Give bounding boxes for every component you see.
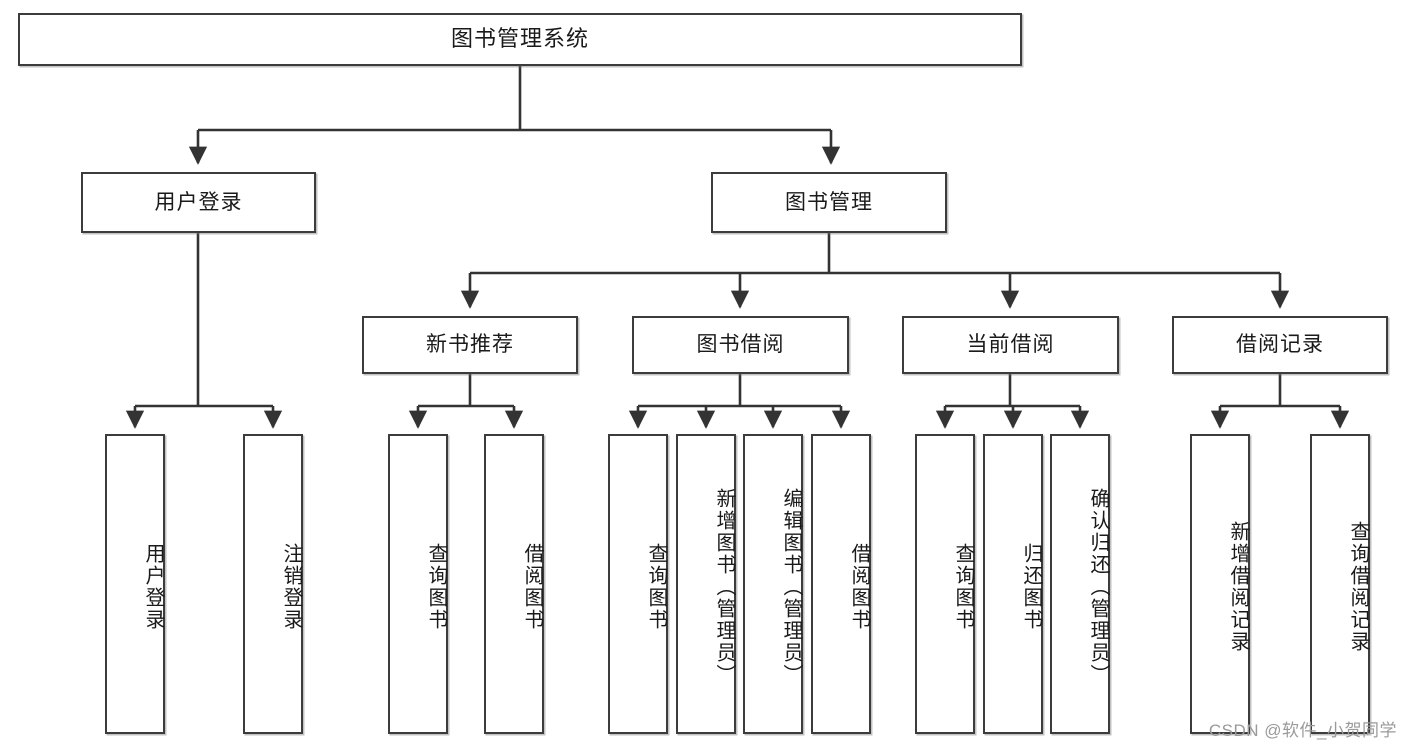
node-leaf-user-login[interactable]: 用户登录 [105, 434, 165, 734]
node-label: 当前借阅 [966, 333, 1055, 357]
node-leaf-cur-confirm-return[interactable]: 确认归还（管理员） [1050, 434, 1110, 734]
node-label: 借阅图书 [521, 543, 543, 631]
node-label: 归还图书 [1020, 543, 1042, 631]
node-label: 确认归还（管理员） [1087, 488, 1109, 686]
node-new-book-recommend[interactable]: 新书推荐 [362, 316, 578, 374]
node-leaf-rec-query-record[interactable]: 查询借阅记录 [1310, 434, 1370, 734]
node-label: 图书管理 [785, 190, 873, 214]
node-leaf-rec-borrow-book[interactable]: 借阅图书 [484, 434, 544, 734]
node-label: 借阅图书 [848, 543, 870, 631]
node-current-borrow[interactable]: 当前借阅 [902, 316, 1119, 374]
node-label: 新书推荐 [426, 333, 514, 357]
watermark-text: CSDN @软件_小贺同学 [1208, 721, 1397, 740]
node-label: 查询借阅记录 [1347, 521, 1369, 653]
node-label: 图书管理系统 [450, 26, 589, 52]
node-label: 新增图书（管理员） [713, 488, 735, 686]
node-label: 编辑图书（管理员） [780, 488, 802, 686]
node-leaf-rec-query-book[interactable]: 查询图书 [388, 434, 448, 734]
node-leaf-rec-add-record[interactable]: 新增借阅记录 [1190, 434, 1250, 734]
node-label: 注销登录 [280, 543, 302, 631]
node-root-system[interactable]: 图书管理系统 [18, 13, 1022, 66]
node-borrow-record[interactable]: 借阅记录 [1172, 316, 1388, 374]
node-leaf-borrow-add-book[interactable]: 新增图书（管理员） [676, 434, 736, 734]
node-book-borrow[interactable]: 图书借阅 [632, 316, 849, 374]
node-leaf-cur-return-book[interactable]: 归还图书 [983, 434, 1043, 734]
node-label: 查询图书 [645, 543, 667, 631]
node-leaf-cur-query-book[interactable]: 查询图书 [915, 434, 975, 734]
node-leaf-user-logout[interactable]: 注销登录 [243, 434, 303, 734]
node-label: 新增借阅记录 [1227, 521, 1249, 653]
node-label: 借阅记录 [1236, 333, 1324, 357]
node-leaf-borrow-borrow-book[interactable]: 借阅图书 [811, 434, 871, 734]
node-user-login[interactable]: 用户登录 [81, 172, 316, 233]
node-leaf-borrow-query-book[interactable]: 查询图书 [608, 434, 668, 734]
node-leaf-borrow-edit-book[interactable]: 编辑图书（管理员） [743, 434, 803, 734]
node-label: 查询图书 [425, 543, 447, 631]
node-book-manage[interactable]: 图书管理 [711, 172, 947, 233]
node-label: 图书借阅 [696, 333, 785, 357]
node-label: 查询图书 [952, 543, 974, 631]
node-label: 用户登录 [154, 190, 243, 214]
node-label: 用户登录 [142, 543, 164, 631]
